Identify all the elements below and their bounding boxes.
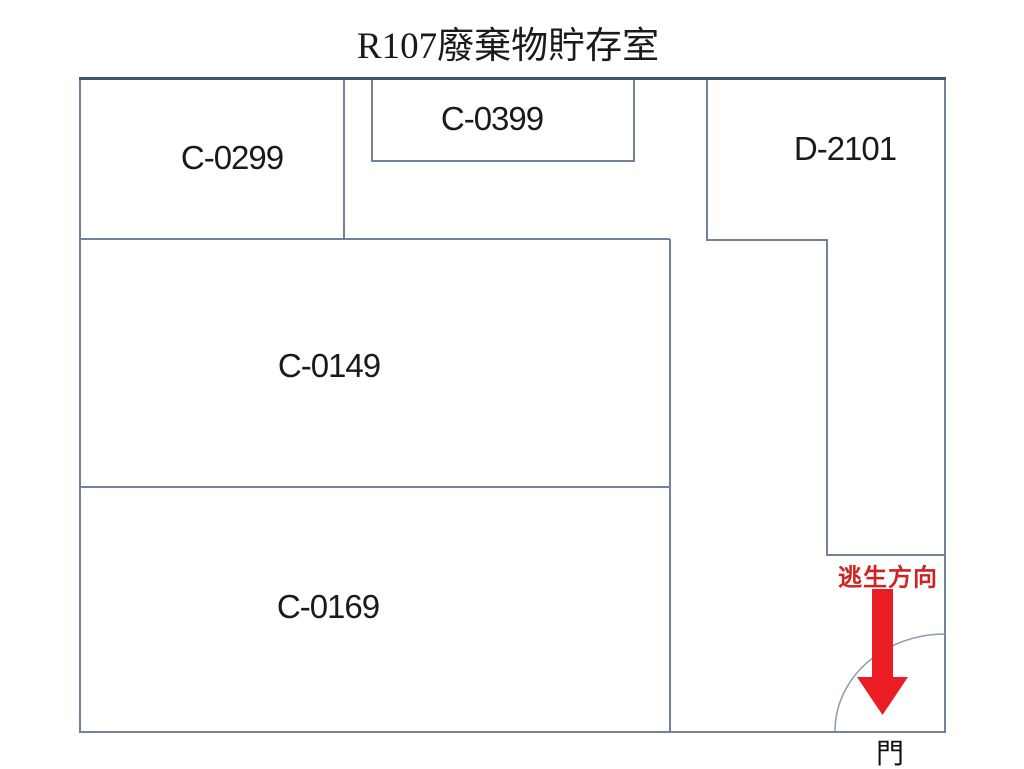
room-label-c0399: C-0399 (440, 100, 544, 137)
room-label-c0299: C-0299 (180, 139, 284, 176)
page-title: R107廢棄物貯存室 (356, 26, 660, 67)
escape-arrow-icon (857, 589, 908, 715)
door-label: 門 (875, 739, 905, 769)
room-label-d2101: D-2101 (793, 130, 897, 167)
room-label-c0149: C-0149 (277, 347, 381, 384)
room-d2101-outline (706, 79, 945, 556)
room-label-c0169: C-0169 (276, 588, 380, 625)
door-swing-arc (834, 633, 946, 732)
escape-direction-label: 逃生方向 (838, 565, 938, 592)
